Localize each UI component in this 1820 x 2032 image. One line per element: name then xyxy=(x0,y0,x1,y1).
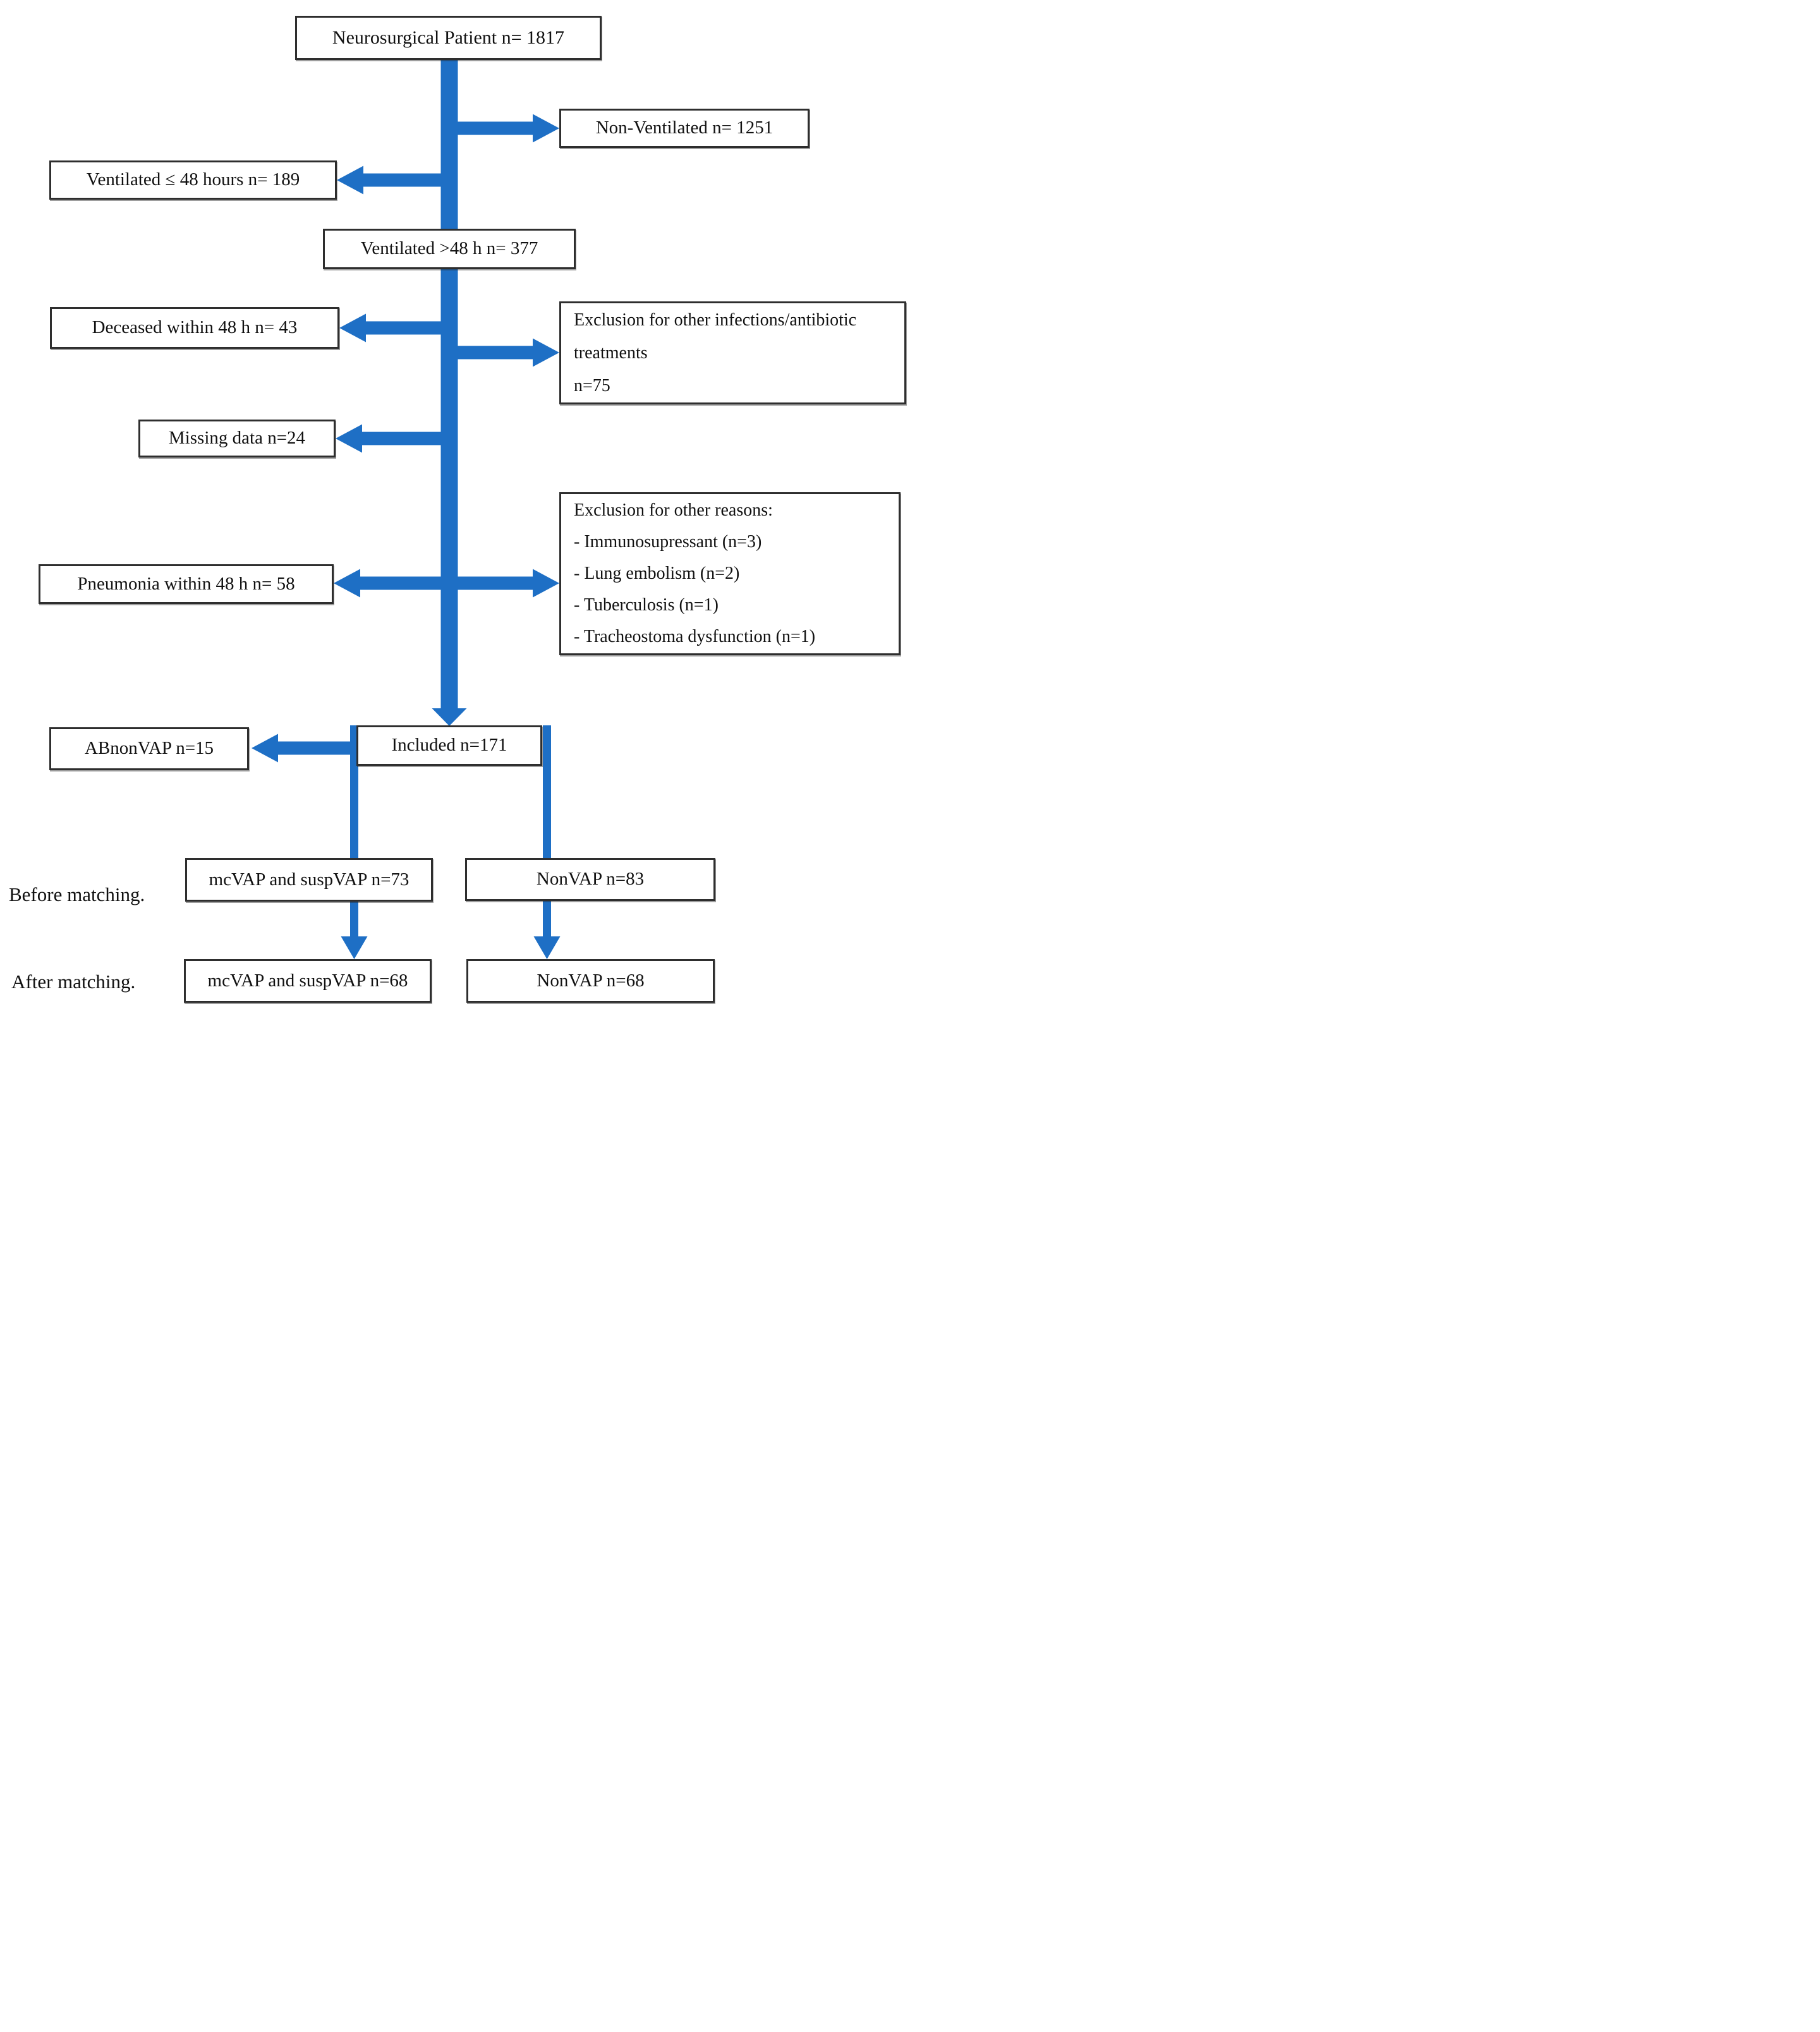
box-abnonvap: ABnonVAP n=15 xyxy=(49,727,249,770)
arrow-down-mcvap-icon xyxy=(341,936,368,959)
exclusion-infections-line: Exclusion for other infections/antibioti… xyxy=(574,310,857,330)
exclusion-reason-line: - Tracheostoma dysfunction (n=1) xyxy=(574,627,816,646)
connector-pneumonia-exclusion xyxy=(360,576,533,590)
connector-exclusion-infections xyxy=(446,346,533,360)
exclusion-reason-line: - Tuberculosis (n=1) xyxy=(574,595,719,615)
connector-abnonvap xyxy=(278,741,358,755)
box-ventilated-gt-48h: Ventilated >48 h n= 377 xyxy=(323,229,576,269)
box-mcvap-before: mcVAP and suspVAP n=73 xyxy=(185,858,433,902)
connector-ventilated-le48 xyxy=(363,173,453,187)
box-nonvap-after: NonVAP n=68 xyxy=(466,959,715,1003)
arrow-right-exclusion-infections-icon xyxy=(533,338,559,367)
arrow-left-deceased-icon xyxy=(339,313,366,342)
exclusion-reason-line: Exclusion for other reasons: xyxy=(574,500,773,520)
exclusion-infections-line: treatments xyxy=(574,342,648,363)
arrow-left-ventilated-le48-icon xyxy=(337,166,363,195)
box-nonvap-before: NonVAP n=83 xyxy=(465,858,715,901)
box-included: Included n=171 xyxy=(356,725,542,766)
box-deceased-48h: Deceased within 48 h n= 43 xyxy=(50,307,339,349)
arrow-left-pneumonia-icon xyxy=(334,569,360,598)
label-after-matching: After matching. xyxy=(11,971,136,993)
exclusion-reason-line: - Lung embolism (n=2) xyxy=(574,564,740,583)
box-neurosurgical-patient: Neurosurgical Patient n= 1817 xyxy=(295,16,602,60)
box-non-ventilated: Non-Ventilated n= 1251 xyxy=(559,109,810,148)
arrow-left-missing-data-icon xyxy=(336,424,362,453)
label-before-matching: Before matching. xyxy=(9,883,145,905)
arrow-down-nonvap-icon xyxy=(533,936,561,959)
box-pneumonia-48h: Pneumonia within 48 h n= 58 xyxy=(39,564,334,604)
exclusion-reason-line: - Immunosupressant (n=3) xyxy=(574,532,762,552)
arrow-left-abnonvap-icon xyxy=(252,734,278,763)
box-ventilated-le-48h: Ventilated ≤ 48 hours n= 189 xyxy=(49,160,337,200)
flow-diagram: Neurosurgical Patient n= 1817 Non-Ventil… xyxy=(0,0,910,1016)
arrow-down-included-icon xyxy=(432,708,467,726)
main-trunk-line xyxy=(440,56,458,709)
arrow-right-non-ventilated-icon xyxy=(533,114,559,143)
flow-connectors xyxy=(252,56,561,959)
connector-deceased xyxy=(366,321,453,335)
arrow-right-exclusion-reasons-icon xyxy=(533,569,559,598)
box-exclusion-infections: Exclusion for other infections/antibioti… xyxy=(559,301,906,404)
connector-missing-data xyxy=(362,432,453,445)
box-mcvap-after: mcVAP and suspVAP n=68 xyxy=(184,959,432,1003)
exclusion-infections-line: n=75 xyxy=(574,375,610,396)
box-missing-data: Missing data n=24 xyxy=(138,420,336,457)
branch-line-nonvap xyxy=(543,725,551,938)
connector-non-ventilated xyxy=(446,121,533,135)
box-exclusion-other-reasons: Exclusion for other reasons: - Immunosup… xyxy=(559,492,901,655)
